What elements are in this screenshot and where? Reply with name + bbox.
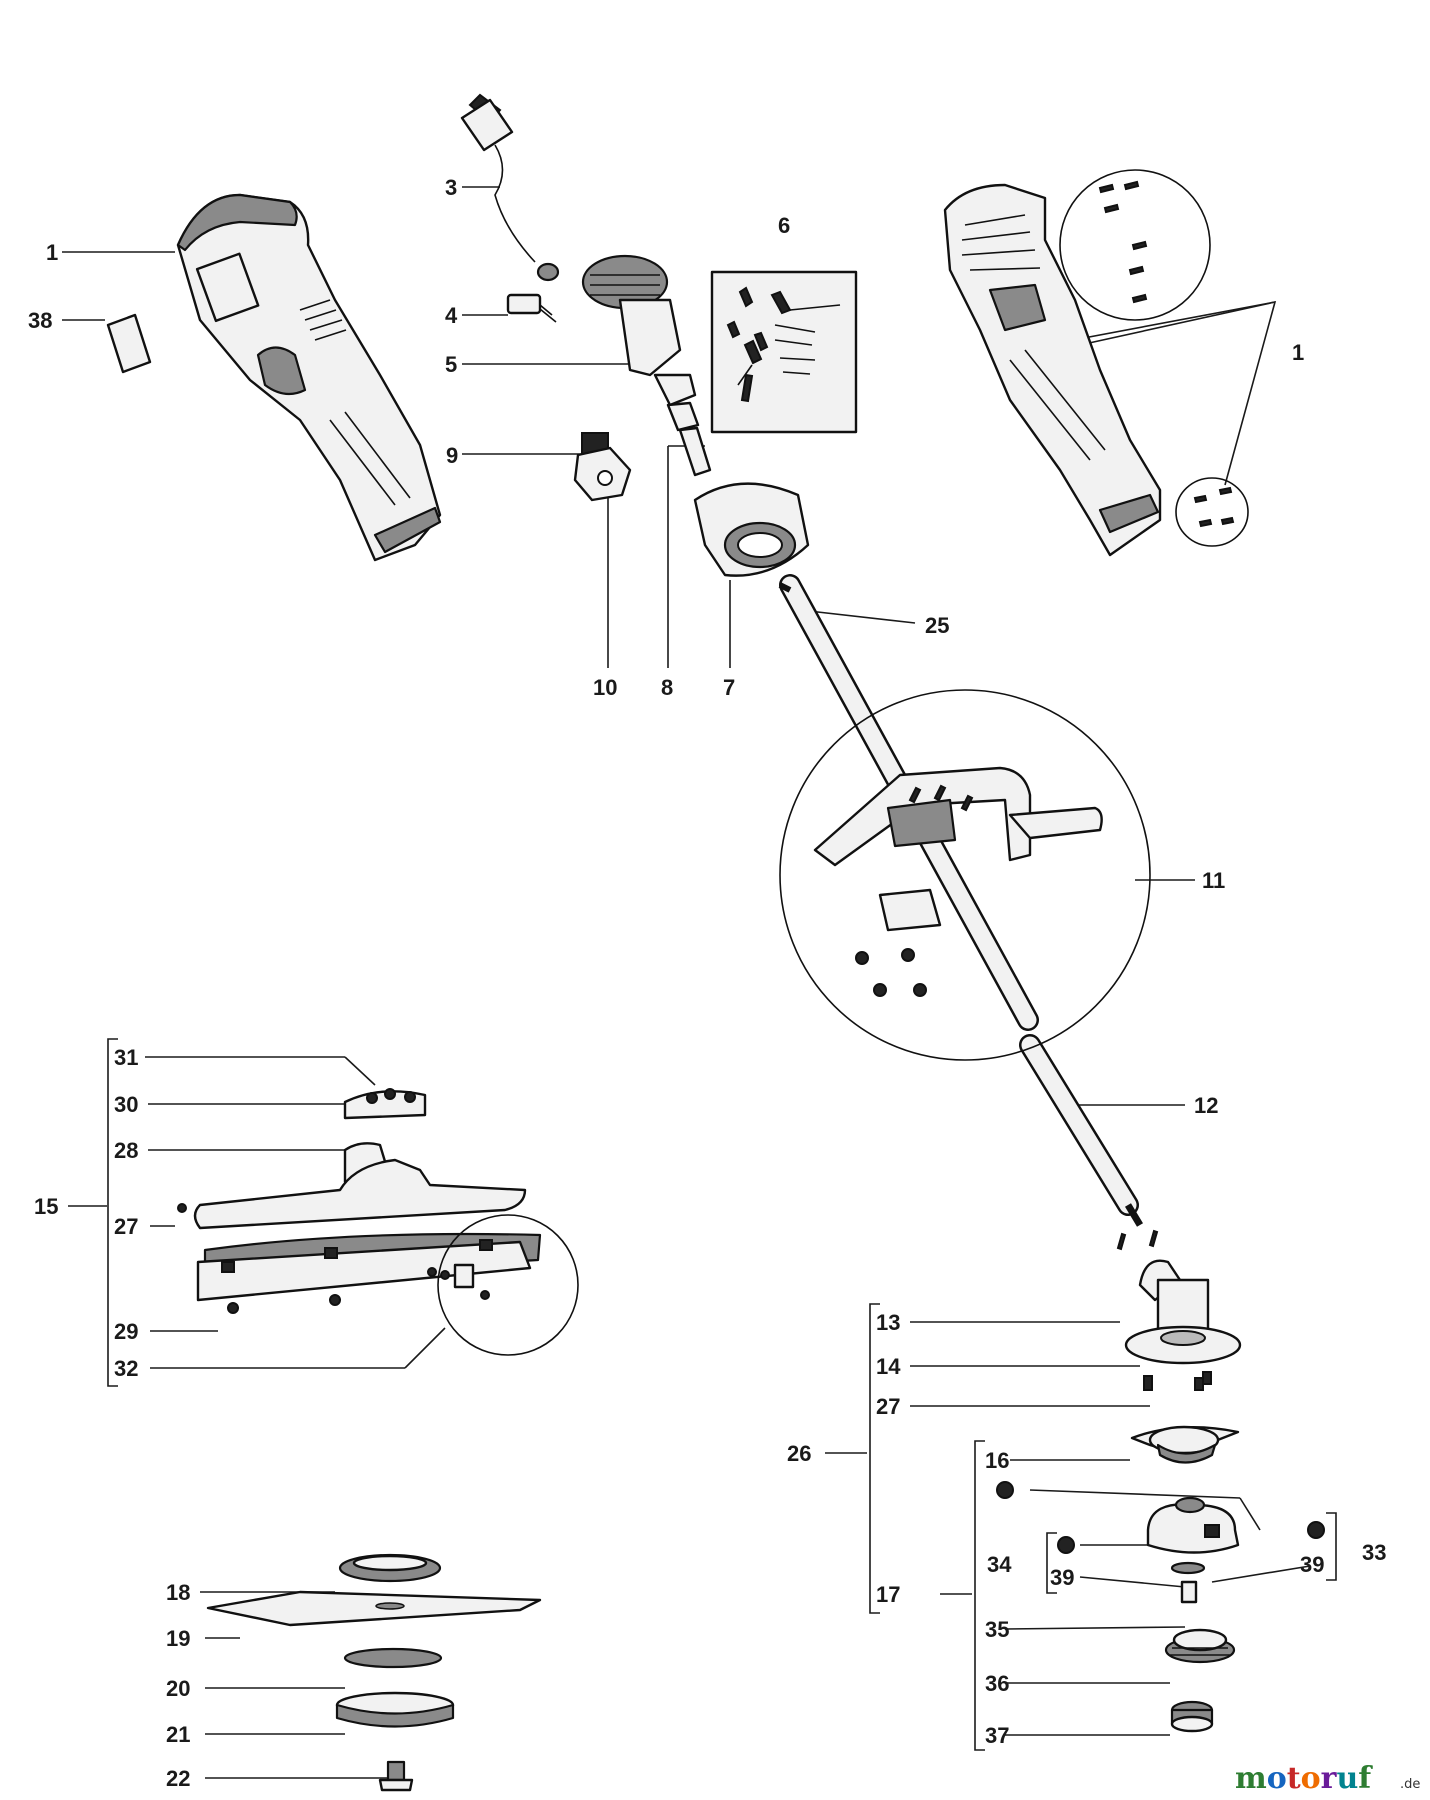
wm-letter: f xyxy=(1358,1761,1373,1796)
housing-half-left xyxy=(176,193,442,562)
switch-assembly xyxy=(573,432,632,502)
label-33: 33 xyxy=(1362,1540,1386,1565)
label-18: 18 xyxy=(166,1580,190,1605)
shaft xyxy=(778,574,1144,1227)
leader-lines xyxy=(62,186,1311,1779)
capacitor xyxy=(506,293,557,323)
wm-letter: t xyxy=(1287,1761,1301,1796)
label-sticker xyxy=(106,313,152,374)
label-7: 7 xyxy=(723,675,735,700)
motor-cap xyxy=(693,482,810,577)
label-38: 38 xyxy=(28,308,52,333)
label-22: 22 xyxy=(166,1766,190,1791)
part-labels: 1 38 3 4 5 6 1 9 10 8 7 25 11 12 31 30 2… xyxy=(28,175,1386,1791)
label-32: 32 xyxy=(114,1356,138,1381)
label-31: 31 xyxy=(114,1045,138,1070)
spool-cover xyxy=(1130,1425,1240,1464)
label-17: 17 xyxy=(876,1582,900,1607)
label-3: 3 xyxy=(445,175,457,200)
label-16: 16 xyxy=(985,1448,1009,1473)
wm-letter: m xyxy=(1235,1761,1267,1796)
label-5: 5 xyxy=(445,352,457,377)
label-37: 37 xyxy=(985,1723,1009,1748)
label-10: 10 xyxy=(593,675,617,700)
head-screws xyxy=(1143,1371,1212,1391)
svg-text:motoruf: motoruf xyxy=(1235,1761,1373,1796)
label-28: 28 xyxy=(114,1138,138,1163)
label-21: 21 xyxy=(166,1722,190,1747)
label-27-left: 27 xyxy=(114,1214,138,1239)
label-13: 13 xyxy=(876,1310,900,1335)
label-34: 34 xyxy=(987,1552,1012,1577)
label-4: 4 xyxy=(445,303,458,328)
bump-knob xyxy=(1170,1700,1214,1733)
label-29: 29 xyxy=(114,1319,138,1344)
spool xyxy=(1164,1628,1236,1664)
wm-letter: u xyxy=(1336,1761,1358,1796)
hardware-kit xyxy=(710,270,858,434)
label-1-left: 1 xyxy=(46,240,58,265)
label-11: 11 xyxy=(1202,868,1225,893)
motor xyxy=(581,254,712,477)
wm-letter: o xyxy=(1301,1761,1321,1796)
label-35: 35 xyxy=(985,1617,1009,1642)
housing-half-right xyxy=(943,183,1162,557)
label-9: 9 xyxy=(446,443,458,468)
label-30: 30 xyxy=(114,1092,138,1117)
label-19: 19 xyxy=(166,1626,190,1651)
label-39-left: 39 xyxy=(1050,1565,1074,1590)
label-36: 36 xyxy=(985,1671,1009,1696)
screw-detail-circle-small xyxy=(1175,477,1249,547)
label-27-right: 27 xyxy=(876,1394,900,1419)
wm-letter: o xyxy=(1267,1761,1287,1796)
label-1-right: 1 xyxy=(1292,340,1304,365)
label-20: 20 xyxy=(166,1676,190,1701)
head-housing xyxy=(1116,1229,1242,1365)
label-26: 26 xyxy=(787,1441,811,1466)
label-14: 14 xyxy=(876,1354,901,1379)
wm-letter: r xyxy=(1321,1761,1338,1796)
guard-assembly xyxy=(177,1088,579,1356)
brackets xyxy=(107,1038,1337,1751)
label-25: 25 xyxy=(925,613,949,638)
label-15: 15 xyxy=(34,1194,58,1219)
aux-handle-detail xyxy=(779,689,1151,1061)
spool-housing xyxy=(996,1481,1325,1604)
label-6: 6 xyxy=(778,213,790,238)
label-39-right: 39 xyxy=(1300,1552,1324,1577)
label-8: 8 xyxy=(661,675,673,700)
blade-set xyxy=(206,1553,542,1792)
label-12: 12 xyxy=(1194,1093,1218,1118)
watermark-suffix: .de xyxy=(1400,1777,1420,1792)
watermark-logo: motoruf .de xyxy=(1235,1761,1420,1796)
power-cord xyxy=(460,93,560,282)
screw-detail-circle xyxy=(1059,169,1211,321)
